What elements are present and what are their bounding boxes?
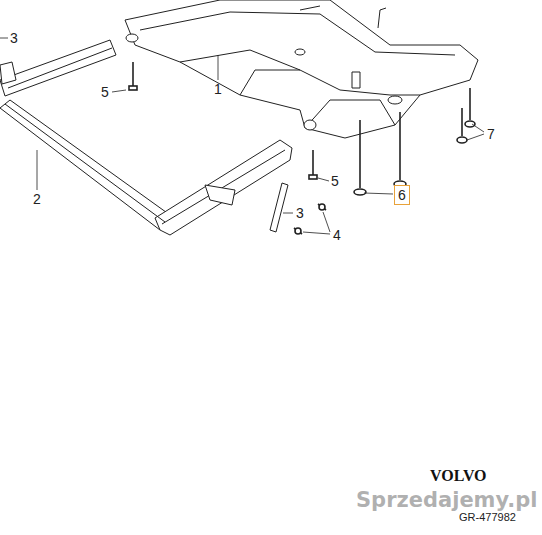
brand-logo: VOLVO (430, 466, 487, 485)
leader-lines (0, 38, 484, 234)
drawing-number: GR-477982 (459, 510, 516, 524)
callout-number: 4 (333, 227, 341, 244)
callout-number: 5 (101, 84, 109, 101)
callout-number: 3 (296, 205, 304, 222)
callout-number: 1 (214, 81, 222, 98)
callout-number: 7 (487, 126, 495, 143)
callout-number: 3 (10, 30, 18, 47)
callout-number: 5 (331, 173, 339, 190)
callout-number: 6 (398, 187, 406, 203)
highlighted-callout: 6 (394, 185, 410, 205)
watermark: Sprzedajemy.pl (356, 488, 537, 512)
callout-number: 2 (33, 191, 41, 208)
